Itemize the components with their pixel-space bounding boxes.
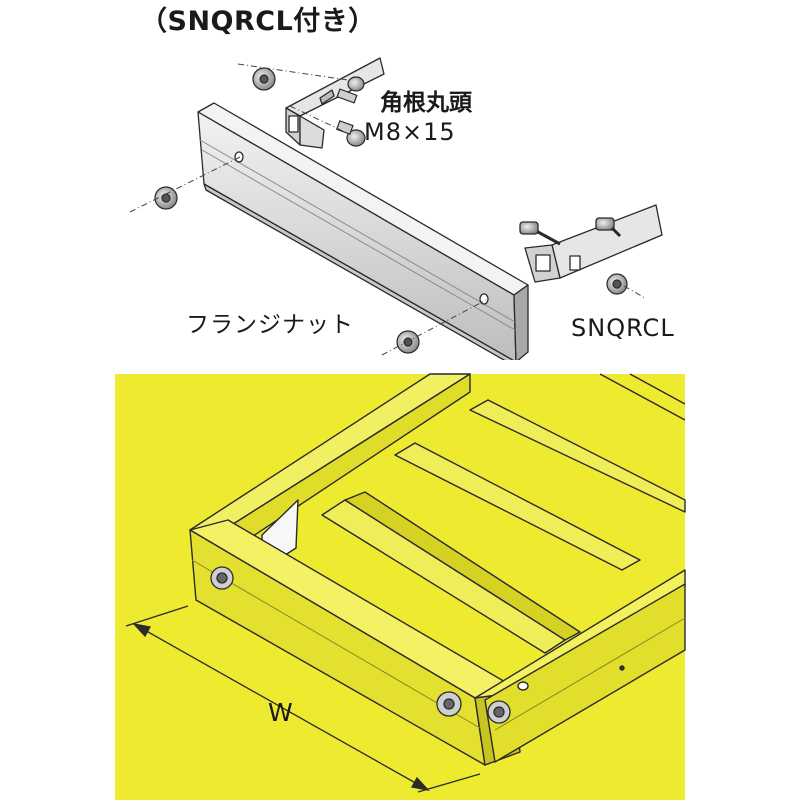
front-rail-top [189, 519, 513, 699]
rung [344, 491, 581, 641]
right-rail-face [484, 583, 686, 763]
width-dimension [125, 605, 481, 793]
rung [394, 442, 641, 571]
yellow-background-panel [115, 374, 685, 800]
left-rail-top [189, 373, 471, 541]
left-rail-face [207, 373, 471, 555]
front-rail-face [189, 529, 486, 766]
front-rail-end [474, 685, 521, 766]
exploded-assembly-view [129, 57, 663, 360]
flange-nut [154, 67, 628, 354]
upper-bracket [285, 57, 385, 149]
assembled-nut [210, 566, 511, 724]
carriage-bolt [335, 76, 366, 147]
diagram-title: （SNQRCL付き） [140, 6, 376, 37]
width-label: W [268, 698, 293, 727]
right-rail-top [474, 569, 686, 699]
flange-nut-label: フランジナット [186, 312, 354, 338]
assembly-centerline [129, 63, 646, 356]
side-rail [197, 102, 529, 360]
rung [469, 399, 686, 513]
bolt-size-label: M8×15 [364, 118, 456, 146]
rung [321, 499, 566, 654]
right-bracket [519, 204, 663, 283]
joint-bracket [261, 499, 299, 571]
part-name-label: SNQRCL [571, 314, 675, 342]
bolt-name-label: 角根丸頭 [380, 90, 472, 116]
